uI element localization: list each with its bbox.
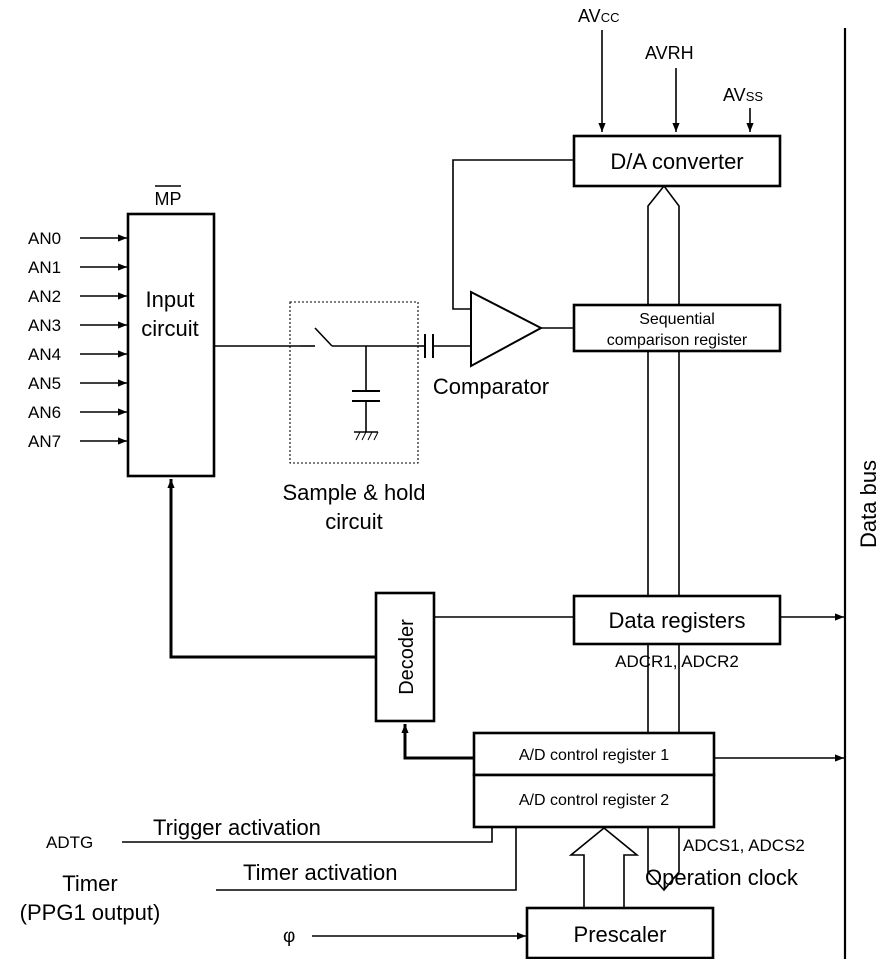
decoder-box: [374, 591, 436, 723]
adtg-label: ADTG: [46, 833, 93, 852]
control-register-2-box: [472, 773, 716, 829]
adtg-line: [122, 827, 493, 843]
seq-register-line2: comparison register: [607, 332, 748, 349]
timer-activation-label: Timer activation: [243, 860, 397, 885]
control-register-names: ADCS1, ADCS2: [683, 836, 805, 855]
an3-label: AN3: [28, 316, 61, 335]
timer-line: [216, 827, 517, 891]
comparator-label: Comparator: [433, 374, 549, 399]
dac-label: D/A converter: [610, 149, 743, 174]
control-to-decoder-line: [401, 724, 474, 760]
control-register-1-label: A/D control register 1: [519, 747, 669, 764]
dac-box: [572, 134, 782, 188]
avcc-label: AVCC: [578, 6, 619, 26]
internal-bus: [647, 184, 680, 892]
data-bus-label: Data bus: [856, 460, 880, 548]
prescaler-box: [525, 906, 715, 959]
an2-label: AN2: [28, 287, 61, 306]
control-register-2-label: A/D control register 2: [519, 792, 669, 809]
operation-clock-arrow: [568, 826, 640, 909]
mux-label: MP: [155, 189, 182, 209]
seq-register-line1: Sequential: [639, 311, 715, 328]
input-circuit-box: [126, 212, 216, 478]
an4-label: AN4: [28, 345, 61, 364]
data-registers-box: [572, 594, 782, 646]
avss-label: AVSS: [723, 85, 763, 105]
decoder-to-input-line: [167, 479, 376, 659]
sample-hold-line2: circuit: [325, 509, 382, 534]
an6-label: AN6: [28, 403, 61, 422]
comparator-symbol: [470, 290, 544, 368]
prescaler-label: Prescaler: [574, 922, 667, 947]
sample-hold-line1: Sample & hold: [282, 480, 425, 505]
coupling-capacitor: [420, 334, 471, 358]
avrh-label: AVRH: [645, 43, 694, 63]
an5-label: AN5: [28, 374, 61, 393]
input-circuit-line2: circuit: [141, 316, 198, 341]
an1-label: AN1: [28, 258, 61, 277]
an7-label: AN7: [28, 432, 61, 451]
trigger-activation-label: Trigger activation: [153, 815, 321, 840]
dac-feedback-line: [452, 159, 574, 310]
sample-hold-switch: [300, 327, 420, 441]
input-circuit-line1: Input: [146, 287, 195, 312]
data-registers-label: Data registers: [609, 608, 746, 633]
timer-label-line2: (PPG1 output): [20, 900, 161, 925]
operation-clock-label: Operation clock: [645, 865, 799, 890]
seq-register-box: [572, 303, 782, 353]
data-registers-names: ADCR1, ADCR2: [615, 652, 739, 671]
decoder-label: Decoder: [396, 619, 418, 695]
an0-label: AN0: [28, 229, 61, 248]
phi-symbol: φ: [283, 926, 295, 947]
timer-label-line1: Timer: [62, 871, 117, 896]
sample-hold-box: [289, 301, 419, 464]
analog-inputs: AN0 AN1 AN2 AN3 AN4 AN5 AN6 AN7: [28, 229, 127, 451]
